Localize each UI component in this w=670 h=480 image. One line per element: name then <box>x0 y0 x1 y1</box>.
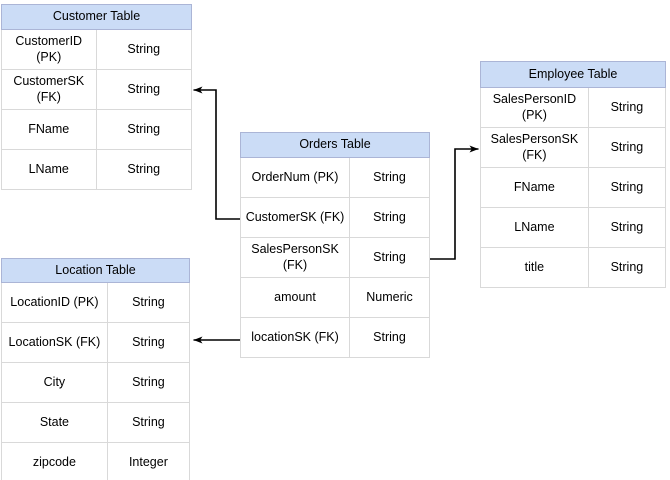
field-type-cell: String <box>127 121 161 136</box>
connector-orders-to-customer[interactable] <box>193 86 241 220</box>
field-type-cell: String <box>610 179 644 194</box>
field-type-cell: String <box>610 99 644 114</box>
field-name-cell: amount <box>241 278 351 317</box>
field-type-cell: Numeric <box>366 289 413 304</box>
table-row[interactable]: LName String <box>481 208 665 248</box>
field-name-cell: FName <box>2 110 97 149</box>
table-row[interactable]: CustomerSK (FK) String <box>2 70 191 110</box>
table-row[interactable]: LocationID (PK) String <box>2 283 189 323</box>
table-customer-body: CustomerID (PK) String CustomerSK (FK) S… <box>1 30 192 190</box>
field-type-cell: String <box>132 334 165 349</box>
field-name-cell: City <box>2 363 108 402</box>
table-row[interactable]: City String <box>2 363 189 403</box>
field-name-cell: SalesPersonSK (FK) <box>481 128 589 167</box>
table-location-body: LocationID (PK) String LocationSK (FK) S… <box>1 283 190 480</box>
table-row[interactable]: CustomerSK (FK) String <box>241 198 429 238</box>
field-name-cell: CustomerID (PK) <box>2 30 97 69</box>
field-name-cell: LName <box>481 208 589 247</box>
table-employee-header[interactable]: Employee Table <box>480 61 666 88</box>
table-row[interactable]: title String <box>481 248 665 288</box>
table-orders-body: OrderNum (PK) String CustomerSK (FK) Str… <box>240 158 430 358</box>
table-row[interactable]: FName String <box>2 110 191 150</box>
table-location[interactable]: Location Table LocationID (PK) String Lo… <box>1 258 190 480</box>
field-type-cell: String <box>127 41 161 56</box>
field-name-cell: CustomerSK (FK) <box>2 70 97 109</box>
field-type-cell: String <box>132 294 165 309</box>
field-type-cell: String <box>373 169 406 184</box>
table-customer-header[interactable]: Customer Table <box>1 4 192 30</box>
table-employee[interactable]: Employee Table SalesPersonID (PK) String… <box>480 61 666 288</box>
table-row[interactable]: OrderNum (PK) String <box>241 158 429 198</box>
table-employee-body: SalesPersonID (PK) String SalesPersonSK … <box>480 88 666 288</box>
field-name-cell: LocationSK (FK) <box>2 323 108 362</box>
table-row[interactable]: LName String <box>2 150 191 190</box>
table-row[interactable]: locationSK (FK) String <box>241 318 429 358</box>
field-name-cell: State <box>2 403 108 442</box>
table-row[interactable]: SalesPersonSK (FK) String <box>241 238 429 278</box>
field-type-cell: String <box>373 209 406 224</box>
field-type-cell: String <box>373 249 406 264</box>
table-customer[interactable]: Customer Table CustomerID (PK) String Cu… <box>1 4 192 190</box>
field-type-cell: Integer <box>128 454 168 469</box>
field-type-cell: String <box>132 374 165 389</box>
field-name-cell: SalesPersonID (PK) <box>481 88 589 127</box>
field-name-cell: zipcode <box>2 443 108 480</box>
field-type-cell: String <box>127 81 161 96</box>
field-type-cell: String <box>610 139 644 154</box>
table-row[interactable]: zipcode Integer <box>2 443 189 480</box>
field-name-cell: CustomerSK (FK) <box>241 198 351 237</box>
table-row[interactable]: State String <box>2 403 189 443</box>
field-name-cell: LocationID (PK) <box>2 283 108 322</box>
field-name-cell: title <box>481 248 589 287</box>
field-name-cell: OrderNum (PK) <box>241 158 351 197</box>
field-type-cell: String <box>132 414 165 429</box>
field-name-cell: SalesPersonSK (FK) <box>241 238 351 277</box>
field-type-cell: String <box>610 259 644 274</box>
connector-orders-to-employee[interactable] <box>430 145 479 260</box>
table-row[interactable]: SalesPersonID (PK) String <box>481 88 665 128</box>
table-row[interactable]: FName String <box>481 168 665 208</box>
table-row[interactable]: SalesPersonSK (FK) String <box>481 128 665 168</box>
table-row[interactable]: amount Numeric <box>241 278 429 318</box>
table-orders-header[interactable]: Orders Table <box>240 132 430 158</box>
field-name-cell: FName <box>481 168 589 207</box>
table-location-header[interactable]: Location Table <box>1 258 190 283</box>
table-orders[interactable]: Orders Table OrderNum (PK) String Custom… <box>240 132 430 358</box>
field-type-cell: String <box>373 329 406 344</box>
field-name-cell: locationSK (FK) <box>241 318 351 357</box>
field-type-cell: String <box>127 161 161 176</box>
field-type-cell: String <box>610 219 644 234</box>
table-row[interactable]: LocationSK (FK) String <box>2 323 189 363</box>
table-row[interactable]: CustomerID (PK) String <box>2 30 191 70</box>
field-name-cell: LName <box>2 150 97 189</box>
